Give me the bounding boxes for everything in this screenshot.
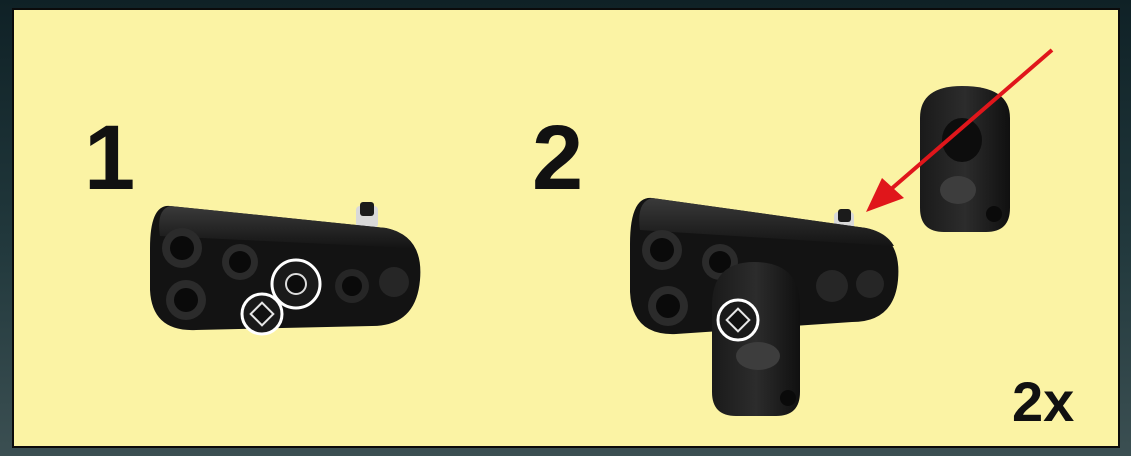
axle-pin bbox=[356, 202, 378, 228]
lift-arm-part bbox=[920, 86, 1010, 232]
step-1-illustration bbox=[150, 202, 420, 334]
lift-arm-part bbox=[712, 262, 800, 416]
step-2-illustration bbox=[630, 50, 1052, 416]
